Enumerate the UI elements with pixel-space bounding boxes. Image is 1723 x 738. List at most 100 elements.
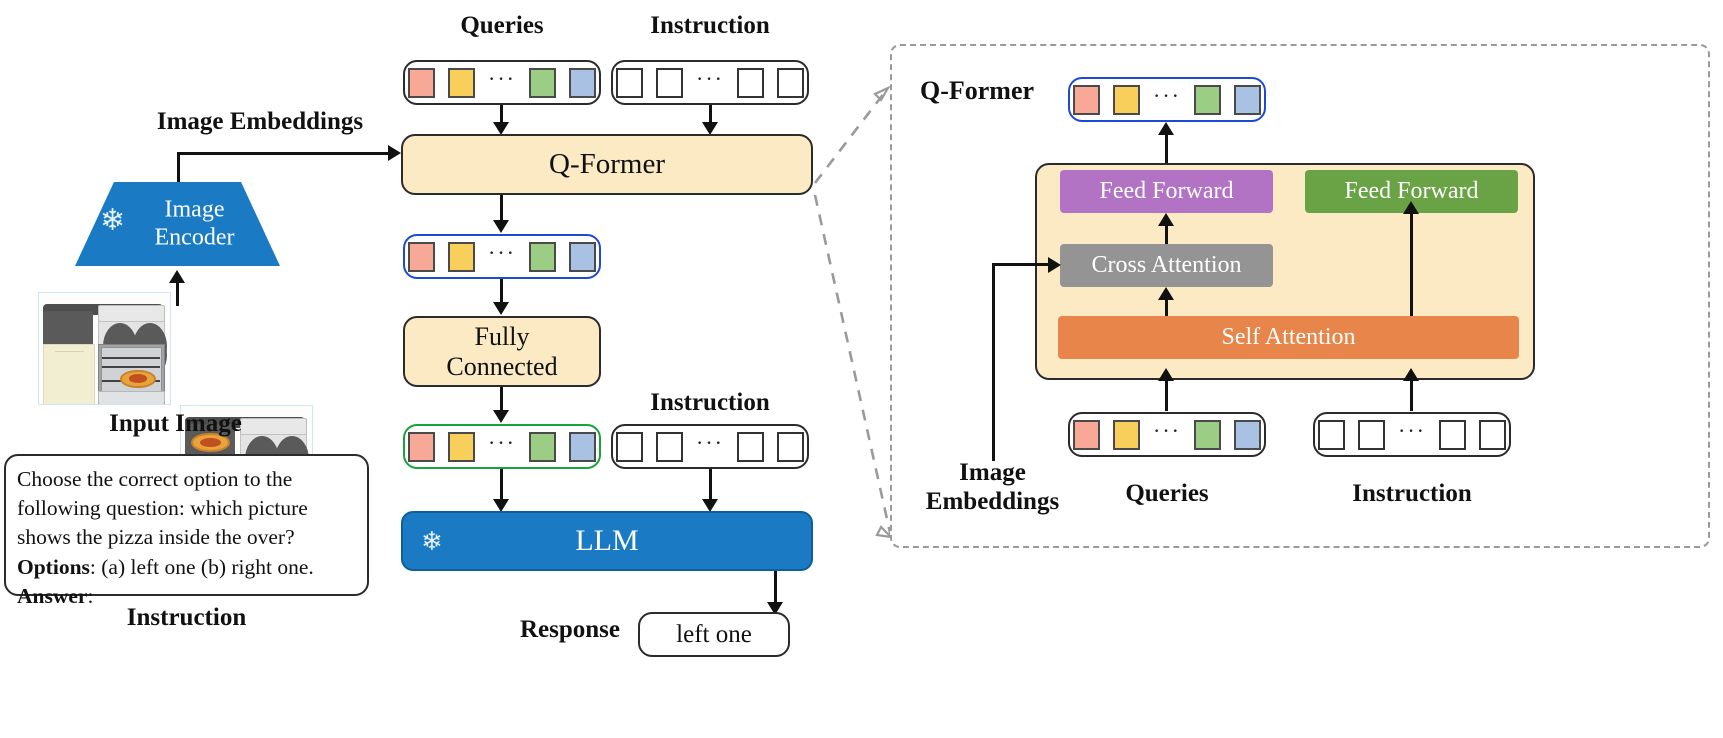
panel-out-token-2 [1113, 84, 1140, 115]
feed-forward-query-label: Feed Forward [1099, 178, 1234, 204]
proj-token-2 [448, 431, 475, 462]
options-text: : (a) left one (b) right one. [89, 554, 314, 579]
cross-attention-block[interactable]: Cross Attention [1060, 244, 1273, 287]
proj-to-llm-arrowhead [493, 499, 509, 512]
instruction-to-qformer-arrowhead [702, 122, 718, 135]
panel-out-ellipsis: ··· [1153, 82, 1181, 108]
ff1-to-output-line [1165, 134, 1168, 164]
instruction-token-4 [776, 67, 804, 98]
llm-to-response-arrowhead [767, 602, 783, 615]
instruction-label-top: Instruction [650, 12, 770, 39]
instruction-text-card[interactable]: Choose the correct option to the followi… [4, 454, 369, 608]
instruction-to-llm-arrowhead [702, 499, 718, 512]
ff1-to-output-arrowhead [1158, 122, 1174, 135]
response-box[interactable]: left one [638, 612, 790, 657]
panel-query-token-4 [1233, 419, 1261, 450]
out-ellipsis: ··· [488, 239, 516, 265]
input-image-arrowhead [169, 270, 185, 283]
panel-queries-line [1165, 380, 1168, 411]
self-attention-block[interactable]: Self Attention [1058, 316, 1519, 359]
snowflake-icon: ❄ [100, 204, 126, 237]
llm-block[interactable]: LLM ❄ [401, 511, 813, 571]
panel-queries-arrowhead [1158, 368, 1174, 381]
fully-connected-block[interactable]: Fully Connected [403, 316, 601, 387]
answer-prefix: Answer [17, 583, 88, 608]
image-encoder-labels: Image Encoder [154, 196, 235, 250]
proj-token-4 [568, 431, 596, 462]
panel-query-token-1 [1073, 419, 1100, 450]
instruction-options-line: Options: (a) left one (b) right one. [17, 553, 356, 582]
panel-query-ellipsis: ··· [1153, 417, 1181, 443]
panel-instr-token-4 [1478, 419, 1506, 450]
query-token-2 [448, 67, 475, 98]
instruction-mid-token-4 [776, 431, 804, 462]
response-value: left one [676, 620, 752, 648]
instruction-mid-token-2 [656, 431, 683, 462]
panel-image-emb-hline [992, 263, 1048, 266]
image-encoder-block[interactable]: Image Encoder ❄ [75, 182, 280, 266]
panel-img-emb-line2: Embeddings [925, 488, 1060, 515]
queries-tokens-top[interactable]: ··· [403, 60, 601, 105]
feed-forward-query-block[interactable]: Feed Forward [1060, 170, 1273, 213]
instruction-to-qformer-line [709, 105, 712, 124]
instruction-label-left: Instruction [126, 604, 247, 631]
query-token-3 [528, 67, 556, 98]
out-token-4 [568, 241, 596, 272]
panel-instr-token-3 [1438, 419, 1466, 450]
fc-label-line2: Connected [446, 351, 558, 381]
panel-out-token-4 [1233, 84, 1261, 115]
queries-to-qformer-line [500, 105, 503, 124]
panel-instruction-arrowhead [1403, 368, 1419, 381]
pizza-inside-oven [120, 369, 156, 388]
proj-token-3 [528, 431, 556, 462]
input-image-left[interactable] [38, 292, 171, 405]
out-token-3 [528, 241, 556, 272]
instruction-tokens-mid[interactable]: ··· [611, 424, 809, 469]
panel-instr-ellipsis: ··· [1398, 417, 1426, 443]
proj-to-llm-line [500, 469, 503, 501]
instruction-mid-ellipsis: ··· [696, 429, 724, 455]
sa-to-ca-arrowhead [1158, 287, 1174, 300]
feed-forward-text-label: Feed Forward [1344, 178, 1479, 204]
qformer-block[interactable]: Q-Former [401, 134, 813, 195]
panel-instr-token-1 [1318, 419, 1345, 450]
encoder-output-vline [177, 152, 180, 184]
panel-image-emb-arrowhead [1048, 257, 1061, 273]
proj-token-1 [408, 431, 435, 462]
fc-to-proj-arrowhead [493, 410, 509, 423]
qformer-label: Q-Former [549, 148, 665, 180]
instruction-line-1: Choose the correct option to the [17, 467, 293, 491]
panel-instruction-tokens[interactable]: ··· [1313, 412, 1511, 457]
panel-img-emb-line1: Image [959, 459, 1026, 486]
qformer-output-tokens[interactable]: ··· [403, 234, 601, 279]
instruction-mid-token-3 [736, 431, 764, 462]
qformer-panel-title: Q-Former [920, 76, 1035, 105]
expansion-connectors [813, 85, 895, 539]
panel-queries-tokens[interactable]: ··· [1068, 412, 1266, 457]
llm-label: LLM [575, 524, 639, 557]
self-attention-label: Self Attention [1221, 324, 1356, 350]
instruction-token-2 [656, 67, 683, 98]
qformer-panel-output-tokens[interactable]: ··· [1068, 77, 1266, 122]
ca-to-ff1-line [1165, 226, 1168, 250]
query-token-1 [408, 67, 435, 98]
options-prefix: Options [17, 554, 90, 579]
panel-instruction-label: Instruction [1352, 480, 1472, 507]
fc-to-proj-line [500, 387, 503, 412]
panel-image-emb-vline [992, 265, 995, 461]
output-to-fc-arrowhead [493, 302, 509, 315]
panel-out-token-1 [1073, 84, 1100, 115]
instruction-ellipsis: ··· [696, 65, 724, 91]
qformer-to-output-line [500, 195, 503, 222]
encoder-output-arrowhead [388, 145, 401, 161]
instruction-label-mid: Instruction [650, 389, 770, 416]
projected-tokens[interactable]: ··· [403, 424, 601, 469]
instruction-line-3: shows the pizza inside the over? [17, 525, 295, 550]
instruction-line-2: following question: which picture [17, 496, 308, 521]
instruction-answer-line: Answer: [17, 582, 356, 611]
instruction-to-llm-line [709, 469, 712, 501]
answer-text: : [87, 583, 94, 608]
out-token-1 [408, 241, 435, 272]
sa-to-ff2-line [1410, 213, 1413, 316]
instruction-tokens-top[interactable]: ··· [611, 60, 809, 105]
